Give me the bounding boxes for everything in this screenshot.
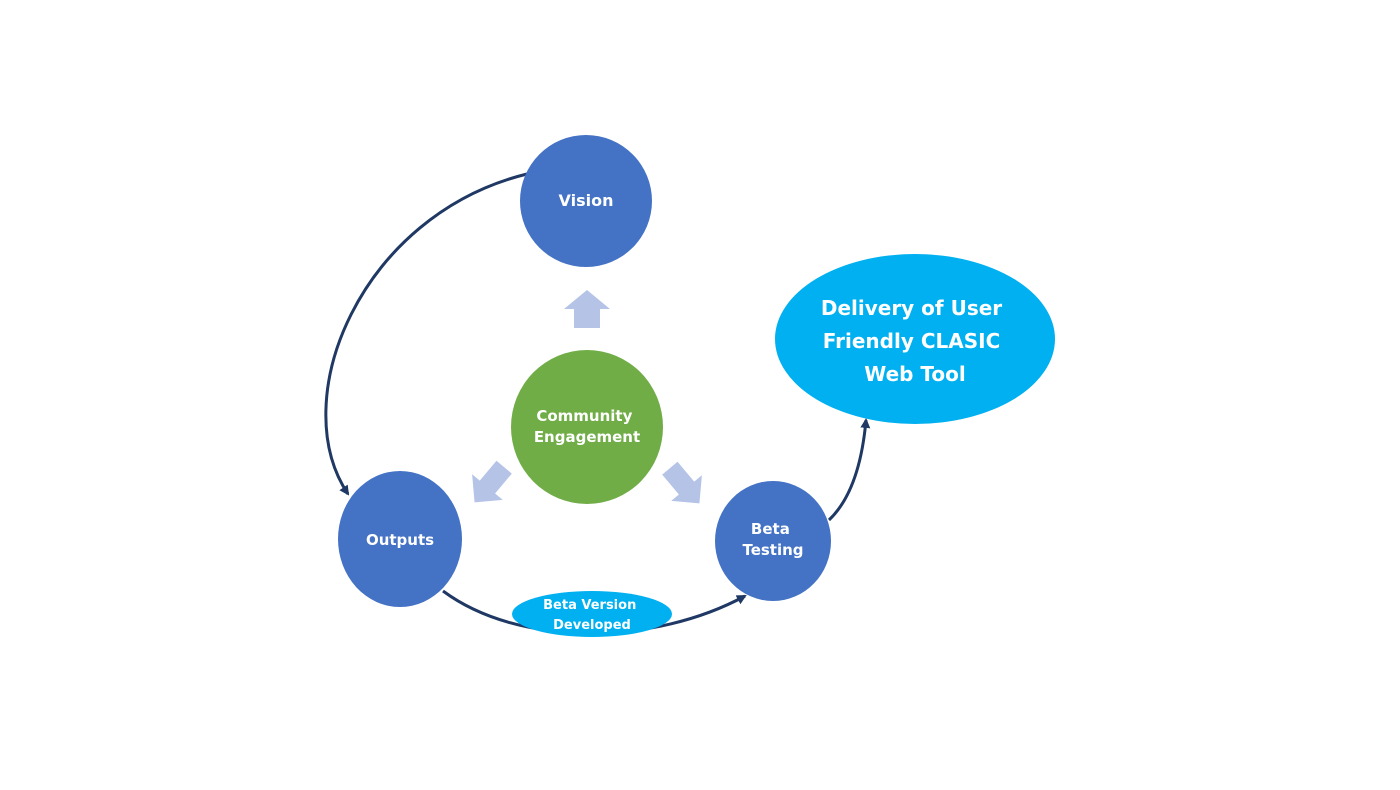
vision-node: Vision [520,135,652,267]
lower-right-arrow-icon [662,461,702,504]
beta-version-developed-label: Beta Version Developed [543,598,641,633]
vision-label: Vision [559,191,614,210]
beta-testing-label: Beta Testing [742,520,803,559]
arrow-beta-testing-to-delivery [827,418,871,522]
community-engagement-node: Community Engagement [511,350,663,504]
beta-testing-node: Beta Testing [715,481,831,601]
community-engagement-label: Community Engagement [534,407,640,446]
delivery-node: Delivery of User Friendly CLASIC Web Too… [775,254,1055,424]
lower-left-arrow-icon [472,460,512,503]
arrow-vision-to-outputs [324,172,528,496]
beta-version-developed-node: Beta Version Developed [512,591,672,637]
delivery-label: Delivery of User Friendly CLASIC Web Too… [821,296,1009,386]
outputs-node: Outputs [338,471,462,607]
outputs-label: Outputs [366,531,434,549]
up-arrow-icon [564,290,610,328]
